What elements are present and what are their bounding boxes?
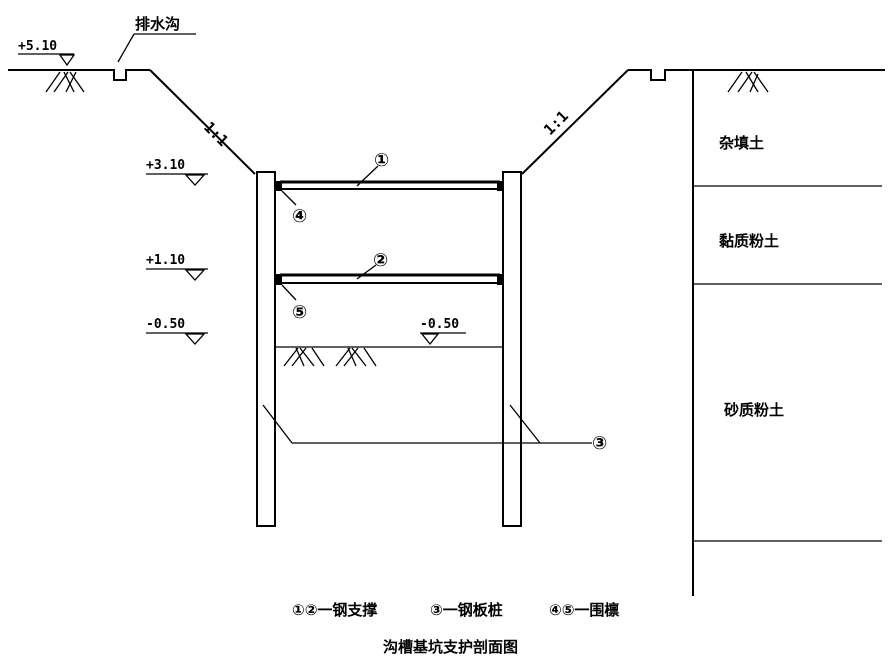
svg-text:+3.10: +3.10	[146, 158, 185, 173]
ground-profile	[8, 69, 885, 175]
soil-hatch-ground-left	[45, 71, 85, 93]
slope-left	[149, 69, 256, 175]
trench-bottom: -0.50	[276, 317, 502, 367]
svg-text:①: ①	[374, 150, 389, 171]
elevation-mark-ground: +5.10	[18, 39, 85, 93]
drainage-ditch-right	[628, 69, 885, 81]
elevation-ground-text: +5.10	[18, 39, 57, 54]
svg-text:④: ④	[292, 206, 307, 227]
elevation-bottom-inner-text: -0.50	[420, 317, 459, 332]
svg-text:-0.50: -0.50	[146, 317, 185, 332]
slope-right	[521, 69, 629, 175]
sheet-pile-right	[502, 171, 522, 527]
soil-layer-1: 杂填土	[719, 134, 764, 152]
elevation-mark-strut1: +3.10	[146, 158, 208, 186]
waler-1-left	[275, 181, 282, 191]
drainage-label: 排水沟	[135, 15, 180, 33]
sheet-pile-left	[256, 171, 276, 527]
legend-sheet-pile: ③一钢板桩	[430, 601, 503, 619]
marker-waler-2: ⑤	[281, 284, 307, 323]
svg-text:③: ③	[592, 433, 607, 454]
soil-hatch-bottom	[283, 347, 377, 367]
soil-layer-3: 砂质粉土	[724, 401, 784, 419]
svg-text:②: ②	[373, 250, 388, 271]
marker-waler-1: ④	[281, 190, 307, 227]
svg-text:⑤: ⑤	[292, 302, 307, 323]
marker-strut-2: ②	[356, 250, 388, 280]
drainage-callout: 排水沟	[117, 15, 196, 63]
marker-sheet-pile: ③	[262, 404, 607, 454]
waler-2-right	[497, 274, 504, 285]
steel-strut-2	[275, 273, 504, 285]
marker-strut-1: ①	[356, 150, 389, 187]
legend-strut: ①②一钢支撑	[292, 601, 377, 619]
drainage-ditch-left	[110, 69, 150, 81]
soil-layer-2: 黏质粉土	[719, 232, 779, 250]
soil-hatch-ground-right	[727, 71, 769, 93]
elevation-mark-strut2: +1.10	[146, 253, 208, 281]
legend-waler: ④⑤一围檩	[549, 601, 619, 619]
waler-1-right	[497, 181, 504, 191]
legend: ①②一钢支撑 ③一钢板桩 ④⑤一围檩	[292, 601, 619, 619]
diagram-caption: 沟槽基坑支护剖面图	[383, 638, 518, 656]
waler-2-left	[275, 274, 282, 285]
svg-text:+1.10: +1.10	[146, 253, 185, 268]
elevation-mark-bottom-left: -0.50	[146, 317, 208, 345]
soil-profile: 杂填土 黏质粉土 砂质粉土	[692, 70, 882, 596]
steel-strut-1	[275, 180, 504, 191]
slope-ratio-right: 1:1	[540, 107, 572, 139]
